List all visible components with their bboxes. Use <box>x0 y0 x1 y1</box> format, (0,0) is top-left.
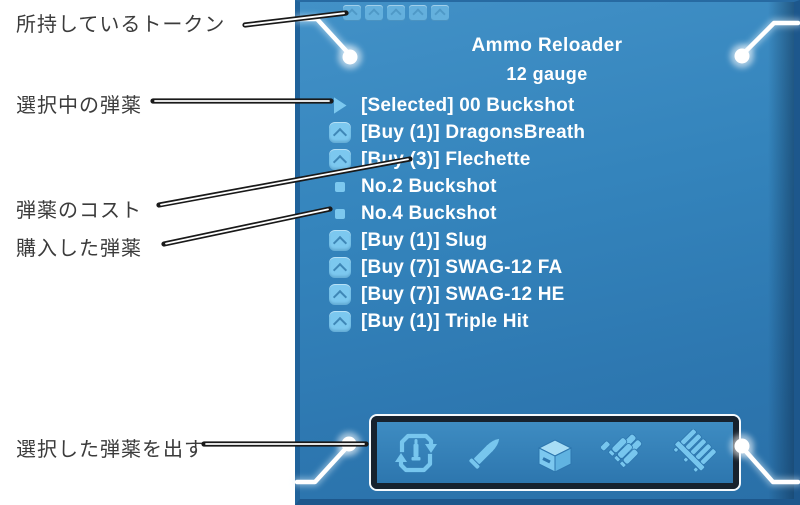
recycle-ammo-icon <box>394 433 437 472</box>
token-row <box>343 5 449 21</box>
reload-token <box>365 5 383 21</box>
ammo-list-item[interactable]: [Buy (1)] DragonsBreath <box>325 119 585 146</box>
ammo-label: [Buy (7)] SWAG-12 HE <box>361 283 565 305</box>
ammo-label: [Buy (1)] DragonsBreath <box>361 121 586 143</box>
ammo-list: [Selected] 00 Buckshot [Buy (1)] DragonsB… <box>325 92 585 335</box>
ammo-label: [Buy (3)] Flechette <box>361 148 531 170</box>
reload-token <box>343 5 361 21</box>
ammo-list-item[interactable]: No.4 Buckshot <box>325 200 585 227</box>
selected-arrow-icon <box>325 97 355 114</box>
panel-edge-shade <box>768 2 794 499</box>
ammo-reloader-panel: Ammo Reloader 12 gauge [Selected] 00 Buc… <box>295 0 800 505</box>
annotation-selected: 選択中の弾薬 <box>16 95 142 117</box>
buy-token-icon <box>325 311 355 332</box>
buy-token-icon <box>325 230 355 251</box>
ammo-list-item[interactable]: [Buy (1)] Triple Hit <box>325 308 585 335</box>
caliber-label: 12 gauge <box>506 64 588 84</box>
action-bar <box>371 416 739 489</box>
recycle-ammo-button[interactable] <box>390 427 442 479</box>
ammo-label: [Buy (1)] Slug <box>361 229 488 251</box>
shell-bundle-button[interactable] <box>599 427 651 479</box>
ammo-label: [Buy (1)] Triple Hit <box>361 310 529 332</box>
annotation-tokens: 所持しているトークン <box>16 14 226 36</box>
ammo-label: [Buy (7)] SWAG-12 FA <box>361 256 563 278</box>
reload-token <box>431 5 449 21</box>
single-bullet-button[interactable] <box>459 427 511 479</box>
token-caret-icon <box>390 8 402 20</box>
buy-token-icon <box>325 149 355 170</box>
buy-token-icon <box>325 122 355 143</box>
shell-bundle-icon <box>600 433 642 468</box>
token-caret-icon <box>434 8 446 20</box>
shell-stack-icon <box>673 428 717 472</box>
token-caret-icon <box>412 8 424 20</box>
token-caret-icon <box>368 8 380 20</box>
reload-token <box>387 5 405 21</box>
reload-token <box>409 5 427 21</box>
single-bullet-icon <box>469 438 500 469</box>
ammo-list-item[interactable]: [Buy (1)] Slug <box>325 227 585 254</box>
ammo-label: No.2 Buckshot <box>361 175 497 197</box>
cost-token-icon <box>325 208 355 219</box>
buy-token-icon <box>325 284 355 305</box>
ammo-list-item[interactable]: [Selected] 00 Buckshot <box>325 92 585 119</box>
ammo-box-button[interactable] <box>529 427 581 479</box>
shell-stack-button[interactable] <box>668 427 720 479</box>
cost-token-icon <box>325 181 355 192</box>
ammo-list-item[interactable]: [Buy (7)] SWAG-12 HE <box>325 281 585 308</box>
annotation-dispense: 選択した弾薬を出す <box>16 439 205 461</box>
ammo-label: No.4 Buckshot <box>361 202 497 224</box>
ammo-box-icon <box>537 438 573 473</box>
token-caret-icon <box>346 8 358 20</box>
annotation-cost: 弾薬のコスト <box>16 200 142 222</box>
buy-token-icon <box>325 257 355 278</box>
ammo-list-item[interactable]: No.2 Buckshot <box>325 173 585 200</box>
ammo-list-item[interactable]: [Buy (3)] Flechette <box>325 146 585 173</box>
panel-title: Ammo Reloader <box>471 35 623 56</box>
ammo-list-item[interactable]: [Buy (7)] SWAG-12 FA <box>325 254 585 281</box>
annotation-purchased: 購入した弾薬 <box>16 238 142 260</box>
ammo-label: [Selected] 00 Buckshot <box>361 94 575 116</box>
